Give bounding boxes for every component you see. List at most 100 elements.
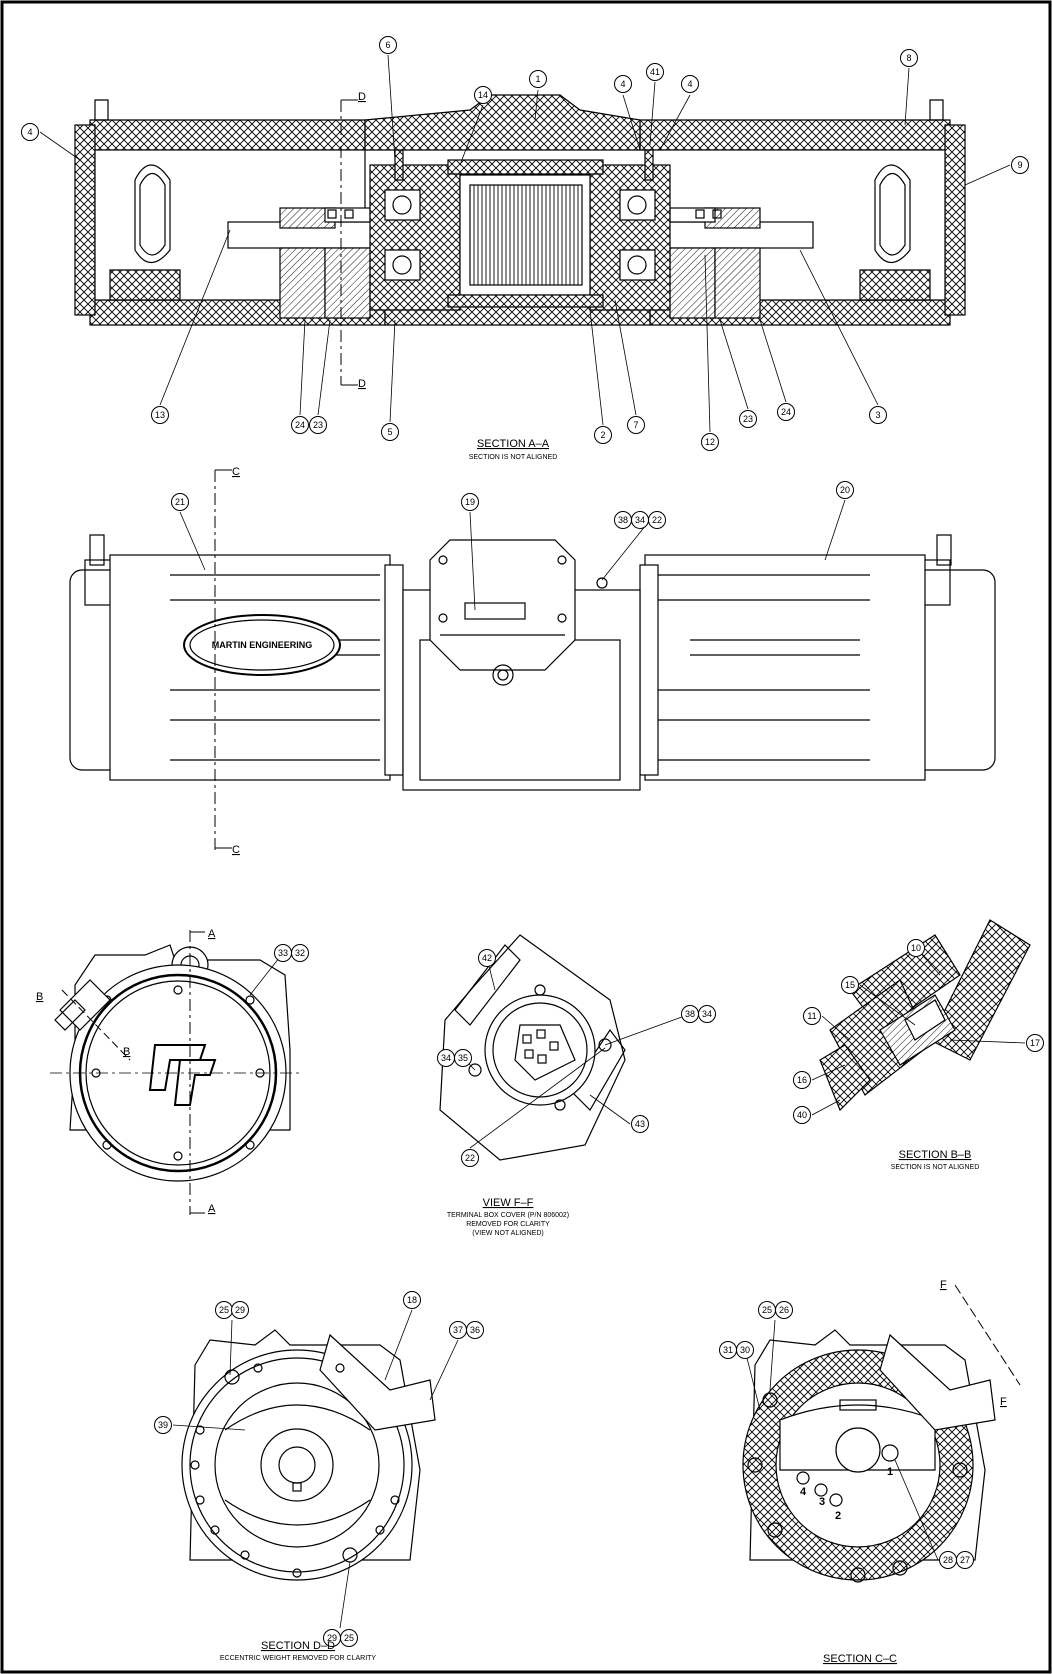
caption-view-f-f: VIEW F–F (483, 1197, 534, 1209)
balloon-number: 11 (807, 1011, 816, 1021)
balloon-circle (648, 511, 666, 529)
balloon-b24a: 24 (291, 416, 309, 434)
balloon-number: 32 (295, 948, 305, 958)
balloon-circle (381, 423, 399, 441)
balloon-number: 1 (535, 74, 540, 84)
balloon-circle (403, 1291, 421, 1309)
section-a-a (74, 94, 966, 385)
balloon-number: 27 (960, 1555, 970, 1565)
balloon-number: 10 (911, 943, 921, 953)
balloon-number: 18 (407, 1295, 417, 1305)
hole-number: 4 (800, 1486, 807, 1498)
balloon-circle (841, 976, 859, 994)
balloon-number: 34 (441, 1053, 451, 1063)
balloon-circle (736, 1341, 754, 1359)
balloon-b34b: 34 (698, 1005, 716, 1023)
balloon-number: 4 (27, 127, 32, 137)
balloon-b28: 28 (939, 1551, 957, 1569)
cut-letter-d-top: D (358, 91, 366, 103)
balloon-number: 24 (295, 420, 305, 430)
balloon-number: 22 (465, 1153, 475, 1163)
balloon-b5: 5 (381, 423, 399, 441)
balloon-number: 15 (845, 980, 855, 990)
balloon-circle (154, 1416, 172, 1434)
caption-view-f-f-note-2: REMOVED FOR CLARITY (466, 1221, 550, 1228)
balloon-number: 42 (482, 953, 492, 963)
balloon-number: 29 (235, 1305, 245, 1315)
balloon-number: 43 (635, 1119, 645, 1129)
cut-letter-f-top: F (940, 1279, 947, 1291)
caption-section-a-a: SECTION A–A (477, 438, 550, 450)
balloon-b42: 42 (478, 949, 496, 967)
balloon-number: 7 (633, 420, 638, 430)
cut-letter-b-right: B (123, 1046, 130, 1058)
balloon-circle (594, 426, 612, 444)
balloon-b24b: 24 (777, 403, 795, 421)
balloon-b15: 15 (841, 976, 859, 994)
balloon-b13: 13 (151, 406, 169, 424)
balloon-circle (869, 406, 887, 424)
logo: MARTIN ENGINEERING (212, 640, 313, 650)
balloon-circle (698, 1005, 716, 1023)
balloon-number: 28 (943, 1555, 953, 1565)
balloon-number: 34 (702, 1009, 712, 1019)
balloon-b20: 20 (836, 481, 854, 499)
balloon-circle (231, 1301, 249, 1319)
balloon-b8: 8 (900, 49, 918, 67)
hole-number: 3 (819, 1496, 825, 1508)
balloon-b30: 30 (736, 1341, 754, 1359)
balloon-circle (1011, 156, 1029, 174)
balloon-b36: 36 (466, 1321, 484, 1339)
balloon-circle (474, 86, 492, 104)
balloon-b9: 9 (1011, 156, 1029, 174)
balloon-number: 25 (344, 1633, 354, 1643)
balloon-b25b: 25 (340, 1629, 358, 1647)
balloon-circle (171, 493, 189, 511)
balloon-b1: 1 (529, 70, 547, 88)
caption-section-b-b: SECTION B–B (899, 1149, 972, 1161)
balloon-b32: 32 (291, 944, 309, 962)
balloon-b27: 27 (956, 1551, 974, 1569)
balloon-b43: 43 (631, 1115, 649, 1133)
end-view (50, 930, 300, 1215)
balloon-circle (461, 493, 479, 511)
balloon-circle (340, 1629, 358, 1647)
caption-section-d-d-note: ECCENTRIC WEIGHT REMOVED FOR CLARITY (220, 1655, 377, 1662)
view-f-f (439, 934, 626, 1161)
svg-text:MARTIN ENGINEERING: MARTIN ENGINEERING (212, 640, 313, 650)
balloon-b16: 16 (793, 1071, 811, 1089)
caption-section-d-d: SECTION D–D (261, 1640, 335, 1652)
balloon-circle (701, 433, 719, 451)
balloon-number: 8 (906, 53, 911, 63)
balloon-number: 35 (458, 1053, 468, 1063)
balloon-circle (907, 939, 925, 957)
section-c-c-hole-numbers: 1 2 3 4 (800, 1466, 893, 1522)
elevation-view (69, 470, 996, 850)
captions: SECTION A–A SECTION IS NOT ALIGNED VIEW … (220, 438, 979, 1665)
balloon-b17: 17 (1026, 1034, 1044, 1052)
hole-number: 1 (887, 1466, 893, 1478)
balloon-b22b: 22 (461, 1149, 479, 1167)
balloon-b10: 10 (907, 939, 925, 957)
balloon-b7: 7 (627, 416, 645, 434)
balloon-number: 25 (762, 1305, 772, 1315)
balloon-number: 4 (620, 79, 625, 89)
balloon-b40: 40 (793, 1106, 811, 1124)
balloon-number: 36 (470, 1325, 480, 1335)
balloon-b34a: 34 (631, 511, 649, 529)
balloon-number: 9 (1017, 160, 1022, 170)
balloon-circle (151, 406, 169, 424)
cut-letters: D D C C A A B B F F (36, 91, 1007, 1408)
balloon-circle (777, 403, 795, 421)
balloon-circle (461, 1149, 479, 1167)
balloon-b25a: 25 (215, 1301, 233, 1319)
balloon-number: 14 (478, 90, 488, 100)
balloon-circle (739, 410, 757, 428)
cut-letter-a-bottom: A (208, 1203, 216, 1215)
balloon-b4c: 4 (21, 123, 39, 141)
balloon-number: 19 (465, 497, 475, 507)
section-b-b (819, 919, 1031, 1112)
